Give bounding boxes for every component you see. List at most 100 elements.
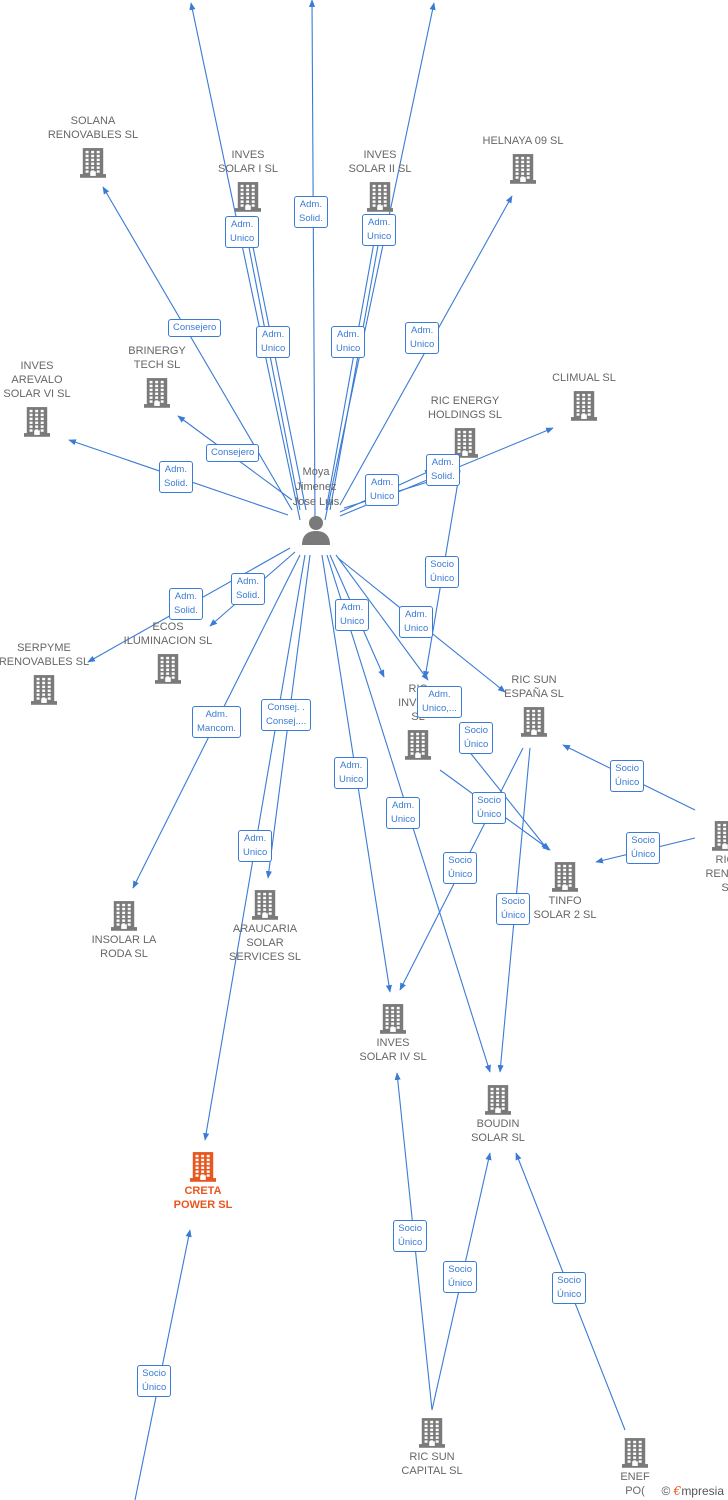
company-node-enerpo[interactable]: ENEF PO(: [565, 1432, 705, 1498]
relation-tag-line: Unico: [230, 233, 255, 244]
focus-building-icon: [190, 1152, 216, 1182]
relation-tag[interactable]: Adm.Unico: [335, 599, 370, 631]
company-name-line: SERVICES SL: [229, 951, 301, 963]
relation-tag[interactable]: Adm.Unico: [399, 606, 434, 638]
relation-tag[interactable]: Adm.Solid.: [169, 588, 203, 620]
company-name-line: SOLAR IV SL: [359, 1051, 427, 1063]
relation-tag[interactable]: Adm.Unico: [405, 322, 440, 354]
relation-tag[interactable]: Adm.Solid.: [159, 461, 193, 493]
relation-tag-line: Adm.: [174, 591, 197, 602]
relation-tag[interactable]: Adm.Mancom.: [192, 706, 242, 738]
person-icon: [302, 516, 330, 545]
company-name: ECOS ILUMINACION SL: [98, 620, 238, 648]
relation-tag-line: Socio: [448, 855, 473, 866]
building-icon: [144, 378, 170, 408]
relation-tag[interactable]: Adm. Unico: [225, 216, 260, 248]
building-icon: [380, 1004, 406, 1034]
company-node-ecos[interactable]: ECOS ILUMINACION SL: [98, 620, 238, 686]
company-node-climual[interactable]: CLIMUAL SL: [514, 371, 654, 423]
company-node-helnaya[interactable]: HELNAYA 09 SL: [453, 134, 593, 186]
company-name-line: RIC ENERGY: [430, 395, 500, 407]
relation-tag[interactable]: Adm.Unico,...: [417, 686, 462, 718]
building-icon: [80, 148, 106, 178]
building-icon: [252, 890, 278, 920]
company-name-line: ECOS: [152, 621, 184, 633]
building-icon: [31, 675, 57, 705]
company-name: INVES SOLAR IV SL: [323, 1036, 463, 1064]
relation-tag-line: Adm.: [368, 217, 391, 228]
company-name-line: ENEF: [620, 1471, 650, 1483]
company-node-inves4[interactable]: INVES SOLAR IV SL: [323, 998, 463, 1064]
relation-tag-line: Unico: [339, 774, 364, 785]
relation-tag[interactable]: Consejero: [206, 444, 260, 462]
company-name-line: SOLAR 2 SL: [533, 909, 597, 921]
building-icon: [367, 182, 393, 212]
company-name-line: ILUMINACION SL: [123, 635, 213, 647]
relation-edge: [244, 231, 301, 511]
relation-tag[interactable]: Adm.Unico: [256, 326, 291, 358]
company-name-line: SOLAR I SL: [218, 163, 278, 175]
relation-tag-line: Solid.: [299, 213, 323, 224]
relation-tag-line: Socio: [557, 1275, 582, 1286]
relation-tag-line: Adm.: [231, 219, 254, 230]
relation-edge: [102, 186, 293, 511]
building-icon: [552, 862, 578, 892]
relation-tag[interactable]: Adm.Unico: [334, 757, 369, 789]
relation-tag[interactable]: Adm.Unico: [331, 326, 366, 358]
relation-tag-line: Mancom.: [197, 723, 237, 734]
company-node-ricrenov[interactable]: RICRENOVS: [655, 815, 728, 895]
relation-tag[interactable]: Adm.Solid.: [231, 573, 265, 605]
relation-tag[interactable]: Consej. .Consej....: [261, 699, 312, 731]
relation-tag-line: Único: [448, 869, 473, 880]
company-name: RICRENOVS: [655, 853, 728, 895]
company-name-line: INVES: [376, 1037, 410, 1049]
building-icon: [571, 391, 597, 421]
relation-tag-line: Unico: [391, 814, 416, 825]
person-node[interactable]: Moya Jimenez Jose Luis: [270, 465, 362, 546]
company-name-line: S: [721, 882, 728, 894]
relation-tag-line: Consejero: [173, 322, 217, 333]
relation-tag[interactable]: Consejero: [168, 319, 222, 337]
relation-tag[interactable]: Adm.Unico: [386, 797, 421, 829]
company-name-line: RIC SUN: [511, 674, 557, 686]
relation-tag-line: Adm.: [428, 689, 451, 700]
relation-tag-line: Unico: [336, 343, 361, 354]
relation-tag-line: Adm.: [236, 576, 259, 587]
building-icon: [419, 1418, 445, 1448]
building-icon: [521, 707, 547, 737]
relation-tag[interactable]: Adm.Solid.: [294, 196, 328, 228]
relation-tag[interactable]: Adm.Unico: [238, 830, 273, 862]
company-name-line: BOUDIN: [476, 1118, 520, 1130]
relation-tag[interactable]: Adm.Solid.: [426, 454, 460, 486]
company-name-line: PO(: [625, 1485, 645, 1497]
relation-tag[interactable]: Adm.Unico: [365, 474, 400, 506]
relation-tag[interactable]: Adm.Unico: [362, 214, 397, 246]
